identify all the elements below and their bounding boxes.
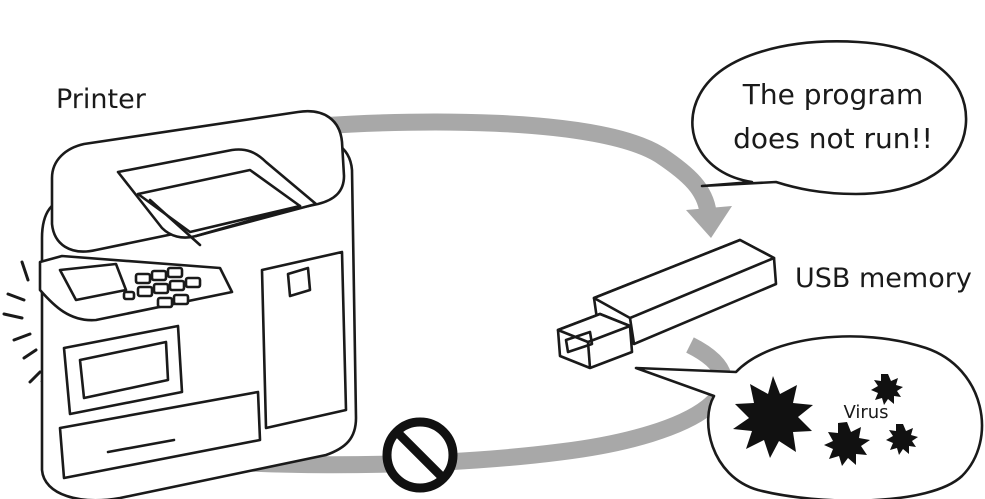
virus-label: Virus (843, 402, 888, 423)
prohibited-icon (382, 417, 458, 493)
speech-bubble-line1: The program (742, 78, 924, 111)
usb-memory-label: USB memory (795, 263, 972, 294)
speech-bubble-icon (691, 40, 968, 196)
usb-memory-icon (556, 238, 778, 370)
virus-bubble (634, 335, 984, 499)
printer-label: Printer (56, 84, 147, 115)
alert-burst-icon (2, 260, 42, 384)
speech-bubble-line2: does not run!! (733, 122, 933, 155)
virus-icon (733, 374, 918, 466)
arrow-printer-to-usb-head (686, 206, 732, 238)
printer-icon (38, 109, 358, 499)
arrow-printer-to-usb (244, 113, 717, 214)
